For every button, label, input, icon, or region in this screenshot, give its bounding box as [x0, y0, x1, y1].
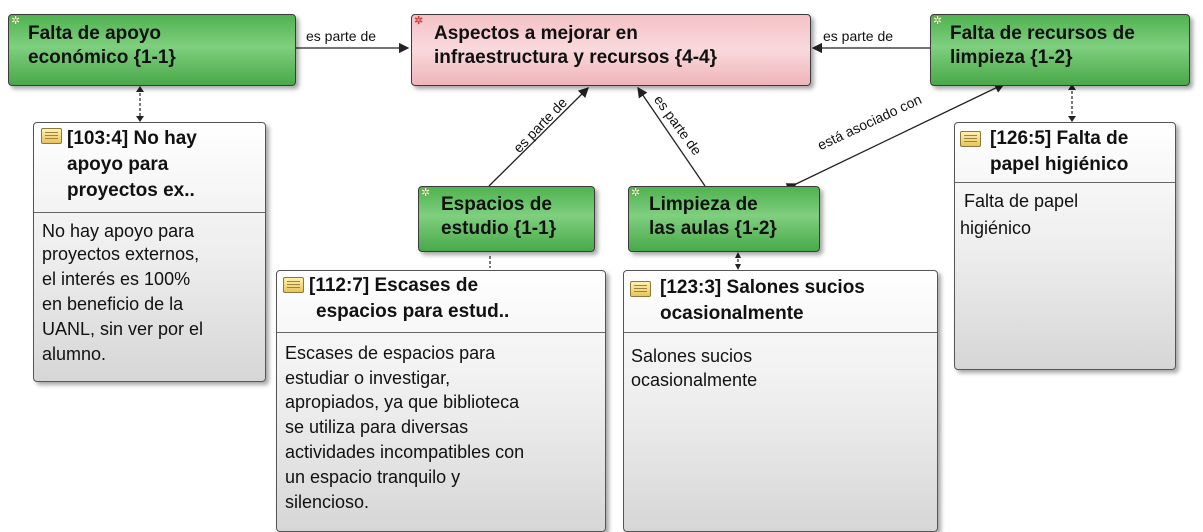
quote-icon	[283, 277, 304, 293]
quote-text-line: ocasionalmente	[631, 370, 758, 390]
quote-103-4[interactable]: [103:4] No hay apoyo para proyectos ex..…	[33, 122, 266, 382]
code-limpieza-de-las-aulas[interactable]: ✲ Limpieza de las aulas {1-2}	[628, 186, 820, 252]
quote-text-line: un espacio tranquilo y	[285, 467, 461, 487]
quote-title-line: espacios para estud..	[316, 301, 510, 322]
code-falta-apoyo-economico[interactable]: ✲ Falta de apoyo económico {1-1}	[8, 14, 296, 86]
quote-title-line: [112:7] Escases de	[309, 275, 479, 296]
code-line1: Falta de apoyo	[28, 23, 162, 44]
code-line1: Falta de recursos de	[950, 23, 1135, 44]
quote-text-line: apropiados, ya que biblioteca	[285, 392, 520, 412]
code-falta-recursos-limpieza[interactable]: ✲ Falta de recursos de limpieza {1-2}	[930, 14, 1190, 86]
quote-icon	[41, 128, 62, 144]
code-line2: infraestructura y recursos {4-4}	[434, 47, 718, 68]
quote-text-line: silencioso.	[285, 492, 370, 512]
quote-text-line: actividades incompatibles con	[285, 442, 525, 462]
code-star-icon: ✲	[11, 15, 21, 27]
relation-label: es parte de	[306, 28, 377, 44]
quote-icon	[630, 281, 651, 297]
quote-title-line: [103:4] No hay	[67, 128, 197, 149]
quote-text-line: Falta de papel	[964, 191, 1079, 211]
code-star-icon: ✲	[631, 187, 641, 199]
quote-text-line: No hay apoyo para	[42, 221, 195, 241]
quote-header: [123:3] Salones sucios ocasionalmente	[624, 271, 937, 333]
code-line2: las aulas {1-2}	[649, 218, 777, 239]
link-limpieza-to-aspectos	[637, 86, 706, 187]
code-star-icon: ✲	[421, 187, 431, 199]
link-limpieza-to-recursos	[785, 83, 1006, 193]
quote-text-line: alumno.	[42, 344, 107, 364]
code-espacios-de-estudio[interactable]: ✲ Espacios de estudio {1-1}	[418, 186, 595, 252]
quote-title-line: ocasionalmente	[660, 303, 804, 324]
quote-text-line: en beneficio de la	[42, 294, 184, 314]
quote-text-line: Escases de espacios para	[285, 343, 496, 363]
quote-title-line: papel higiénico	[990, 154, 1129, 175]
quote-header: [103:4] No hay apoyo para proyectos ex..	[34, 123, 265, 213]
quote-text-line: proyectos externos,	[42, 244, 200, 264]
quote-text-line: Salones sucios	[631, 346, 753, 366]
quote-text-line: estudiar o investigar,	[285, 368, 451, 388]
quote-header: [126:5] Falta de papel higiénico	[955, 123, 1175, 183]
quote-header: [112:7] Escases de espacios para estud..	[277, 271, 605, 333]
code-star-icon: ✲	[933, 15, 943, 27]
relation-label: es parte de	[823, 28, 894, 44]
code-line1: Aspectos a mejorar en	[434, 23, 638, 44]
code-line2: limpieza {1-2}	[950, 47, 1073, 68]
quote-title-line: [126:5] Falta de	[990, 128, 1129, 149]
code-aspectos-a-mejorar[interactable]: ✲ Aspectos a mejorar en infraestructura …	[411, 14, 811, 86]
link-espacios-to-aspectos	[488, 87, 589, 187]
quote-icon	[960, 131, 981, 147]
quote-126-5[interactable]: [126:5] Falta de papel higiénico Falta d…	[954, 122, 1176, 370]
quote-123-3[interactable]: [123:3] Salones sucios ocasionalmente Sa…	[623, 270, 938, 532]
quote-title-line: proyectos ex..	[67, 180, 195, 201]
code-line2: estudio {1-1}	[441, 218, 557, 239]
quote-text-line: UANL, sin ver por el	[42, 319, 204, 339]
quote-112-7[interactable]: [112:7] Escases de espacios para estud..…	[276, 270, 606, 532]
quote-title-line: apoyo para	[67, 154, 169, 175]
quote-text-line: se utiliza para diversas	[285, 417, 469, 437]
code-line1: Espacios de	[441, 194, 552, 215]
quote-text-line: higiénico	[960, 218, 1032, 238]
code-star-icon: ✲	[414, 15, 424, 27]
quote-text-line: el interés es 100%	[42, 269, 191, 289]
code-line2: económico {1-1}	[28, 47, 176, 68]
code-line1: Limpieza de	[649, 194, 758, 215]
quote-title-line: [123:3] Salones sucios	[660, 277, 865, 298]
